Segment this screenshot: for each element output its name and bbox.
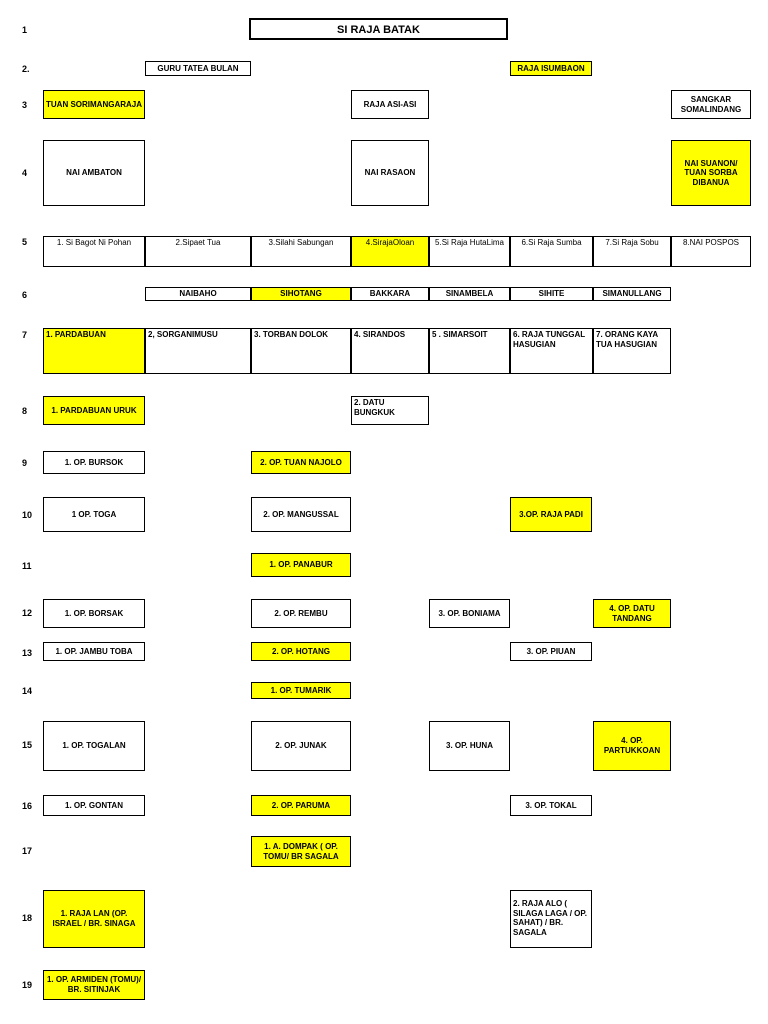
box-op-tumarik: 1. OP. TUMARIK — [251, 682, 351, 699]
box-datu-bungkuk: 2. DATU BUNGKUK — [351, 396, 429, 425]
box-pardabuan-uruk: 1. PARDABUAN URUK — [43, 396, 145, 425]
box-a-dompak: 1. A. DOMPAK ( OP. TOMU/ BR SAGALA — [251, 836, 351, 867]
box-sinambela: SINAMBELA — [429, 287, 510, 301]
box-sangkar-somalindang: SANGKAR SOMALINDANG — [671, 90, 751, 119]
chart-title: SI RAJA BATAK — [249, 18, 508, 40]
box-nai-ambaton: NAI AMBATON — [43, 140, 145, 206]
box-op-togalan: 1. OP. TOGALAN — [43, 721, 145, 771]
row-number: 13 — [22, 648, 33, 658]
box-op-toga: 1 OP. TOGA — [43, 497, 145, 532]
box-op-raja-padi: 3.OP. RAJA PADI — [510, 497, 592, 532]
box-guru-tatea-bulan: GURU TATEA BULAN — [145, 61, 251, 76]
box-sipaet-tua: 2.Sipaet Tua — [145, 236, 251, 267]
box-torban-dolok: 3. TORBAN DOLOK — [251, 328, 351, 374]
box-raja-asi-asi: RAJA ASI-ASI — [351, 90, 429, 119]
box-pardabuan: 1. PARDABUAN — [43, 328, 145, 374]
box-sihite: SIHITE — [510, 287, 593, 301]
box-op-partukkoan: 4. OP. PARTUKKOAN — [593, 721, 671, 771]
box-op-mangussal: 2. OP. MANGUSSAL — [251, 497, 351, 532]
box-raja-alo: 2. RAJA ALO ( SILAGA LAGA / OP. SAHAT) /… — [510, 890, 592, 948]
box-sirandos: 4. SIRANDOS — [351, 328, 429, 374]
box-si-raja-hutalima: 5.Si Raja HutaLima — [429, 236, 510, 267]
box-silahi-sabungan: 3.Silahi Sabungan — [251, 236, 351, 267]
box-nai-rasaon: NAI RASAON — [351, 140, 429, 206]
box-op-paruma: 2. OP. PARUMA — [251, 795, 351, 816]
box-simarsoit: 5 . SIMARSOIT — [429, 328, 510, 374]
row-number: 9 — [22, 458, 28, 468]
row-number: 1 — [22, 25, 28, 35]
box-op-huna: 3. OP. HUNA — [429, 721, 510, 771]
box-bakkara: BAKKARA — [351, 287, 429, 301]
box-op-boniama: 3. OP. BONIAMA — [429, 599, 510, 628]
box-op-hotang: 2. OP. HOTANG — [251, 642, 351, 661]
row-number: 19 — [22, 980, 33, 990]
box-nai-pospos: 8.NAI POSPOS — [671, 236, 751, 267]
row-number: 6 — [22, 290, 28, 300]
box-op-gontan: 1. OP. GONTAN — [43, 795, 145, 816]
box-sihotang: SIHOTANG — [251, 287, 351, 301]
box-op-tuan-najolo: 2. OP. TUAN NAJOLO — [251, 451, 351, 474]
box-si-raja-sobu: 7.Si Raja Sobu — [593, 236, 671, 267]
box-op-bursok: 1. OP. BURSOK — [43, 451, 145, 474]
box-orang-kaya-tua-hasugian: 7. ORANG KAYA TUA HASUGIAN — [593, 328, 671, 374]
row-number: 8 — [22, 406, 28, 416]
box-op-armiden: 1. OP. ARMIDEN (TOMU)/ BR. SITINJAK — [43, 970, 145, 1000]
box-op-piuan: 3. OP. PIUAN — [510, 642, 592, 661]
box-op-rembu: 2. OP. REMBU — [251, 599, 351, 628]
row-number: 3 — [22, 100, 28, 110]
box-sorganimusu: 2, SORGANIMUSU — [145, 328, 251, 374]
row-number: 14 — [22, 686, 33, 696]
box-op-borsak: 1. OP. BORSAK — [43, 599, 145, 628]
row-number: 2. — [22, 64, 30, 74]
box-op-panabur: 1. OP. PANABUR — [251, 553, 351, 577]
box-op-junak: 2. OP. JUNAK — [251, 721, 351, 771]
row-number: 16 — [22, 801, 33, 811]
row-number: 15 — [22, 740, 33, 750]
row-number: 18 — [22, 913, 33, 923]
row-number: 11 — [22, 561, 32, 571]
box-si-bagot-ni-pohan: 1. Si Bagot Ni Pohan — [43, 236, 145, 267]
row-number: 7 — [22, 330, 28, 340]
box-raja-tunggal-hasugian: 6. RAJA TUNGGAL HASUGIAN — [510, 328, 593, 374]
box-raja-lan: 1. RAJA LAN (OP. ISRAEL / BR. SINAGA — [43, 890, 145, 948]
box-nai-suanon: NAI SUANON/ TUAN SORBA DIBANUA — [671, 140, 751, 206]
row-number: 17 — [22, 846, 33, 856]
box-simanullang: SIMANULLANG — [593, 287, 671, 301]
row-number: 12 — [22, 608, 33, 618]
box-op-tokal: 3. OP. TOKAL — [510, 795, 592, 816]
box-si-raja-sumba: 6.Si Raja Sumba — [510, 236, 593, 267]
box-tuan-sorimangaraja: TUAN SORIMANGARAJA — [43, 90, 145, 119]
box-siraja-oloan: 4.SirajaOloan — [351, 236, 429, 267]
box-op-jambu-toba: 1. OP. JAMBU TOBA — [43, 642, 145, 661]
row-number: 10 — [22, 510, 33, 520]
row-number: 5 — [22, 237, 28, 247]
box-raja-isumbaon: RAJA ISUMBAON — [510, 61, 592, 76]
box-naibaho: NAIBAHO — [145, 287, 251, 301]
box-op-datu-tandang: 4. OP. DATU TANDANG — [593, 599, 671, 628]
row-number: 4 — [22, 168, 28, 178]
